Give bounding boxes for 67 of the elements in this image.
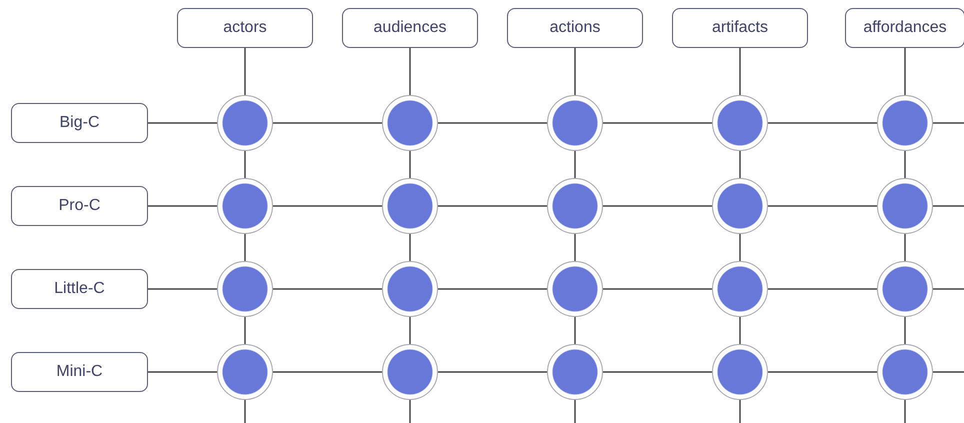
connector-line <box>603 122 712 124</box>
connector-line <box>603 205 712 207</box>
connector-line <box>574 234 576 261</box>
header-label: affordances <box>863 19 947 37</box>
header-label: audiences <box>374 19 446 37</box>
connector-line <box>933 205 964 207</box>
connector-line <box>768 205 877 207</box>
row-header-box <box>11 186 148 226</box>
connector-line <box>148 205 217 207</box>
header-label: actors <box>223 19 267 37</box>
connector-line <box>768 371 877 373</box>
connector-line <box>409 234 411 261</box>
connector-line <box>904 400 906 423</box>
connector-line <box>244 151 246 178</box>
connector-line <box>244 400 246 423</box>
row-header-box <box>11 269 148 309</box>
column-header-box <box>845 8 964 48</box>
column-header-box <box>177 8 313 48</box>
connector-line <box>148 122 217 124</box>
column-header-box <box>507 8 643 48</box>
connector-line <box>438 371 547 373</box>
connector-line <box>273 122 382 124</box>
connector-line <box>148 288 217 290</box>
connector-line <box>273 205 382 207</box>
connector-line <box>574 400 576 423</box>
connector-line <box>739 48 741 95</box>
header-label: Mini-C <box>56 363 103 381</box>
connector-line <box>244 234 246 261</box>
connector-line <box>768 122 877 124</box>
connector-line <box>603 371 712 373</box>
header-label: Little-C <box>54 280 105 298</box>
connector-line <box>438 288 547 290</box>
connector-line <box>933 288 964 290</box>
connector-line <box>409 400 411 423</box>
connector-line <box>904 151 906 178</box>
connector-line <box>273 371 382 373</box>
connector-line <box>739 234 741 261</box>
connector-line <box>603 288 712 290</box>
connector-line <box>739 151 741 178</box>
connector-line <box>409 151 411 178</box>
connector-line <box>273 288 382 290</box>
row-header-box <box>11 352 148 392</box>
connector-line <box>904 48 906 95</box>
header-label: actions <box>550 19 600 37</box>
connector-line <box>438 122 547 124</box>
connector-line <box>574 151 576 178</box>
header-label: Big-C <box>59 114 100 132</box>
connector-line <box>933 371 964 373</box>
connector-line <box>244 317 246 344</box>
connector-line <box>904 317 906 344</box>
connector-line <box>574 48 576 95</box>
connector-line <box>148 371 217 373</box>
column-header-box <box>672 8 808 48</box>
connector-line <box>739 400 741 423</box>
header-label: Pro-C <box>58 197 100 215</box>
header-label: artifacts <box>712 19 768 37</box>
column-header-box <box>342 8 478 48</box>
connector-line <box>438 205 547 207</box>
connector-line <box>409 48 411 95</box>
connector-line <box>768 288 877 290</box>
connector-line <box>409 317 411 344</box>
connector-line <box>904 234 906 261</box>
connector-line <box>244 48 246 95</box>
connector-line <box>574 317 576 344</box>
row-header-box <box>11 103 148 143</box>
connector-line <box>933 122 964 124</box>
connector-line <box>739 317 741 344</box>
